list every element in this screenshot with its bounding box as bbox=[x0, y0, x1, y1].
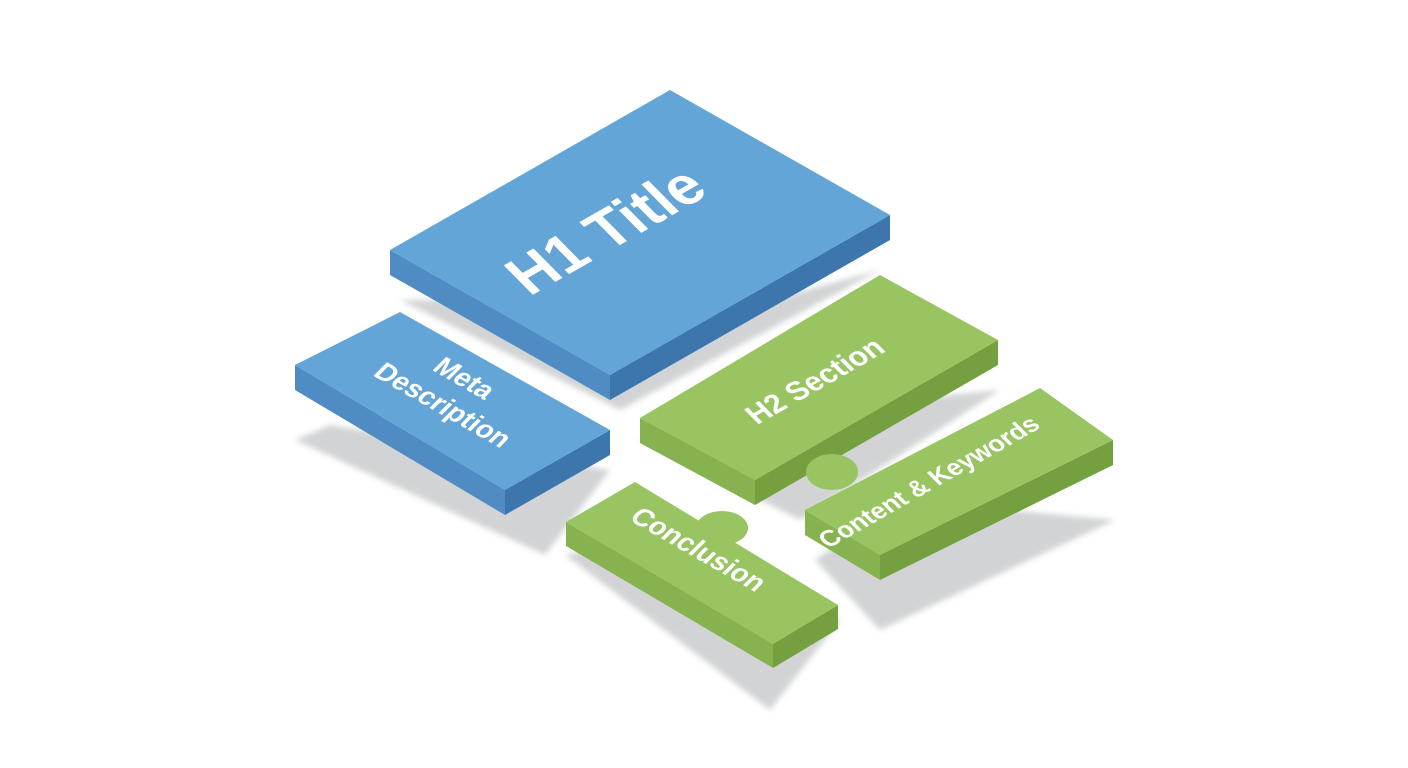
content-block-left-face bbox=[805, 510, 880, 580]
conclusion-block-left-face bbox=[566, 522, 773, 668]
h1-block-top-face bbox=[390, 90, 890, 375]
h1-block-left-face bbox=[390, 250, 610, 400]
conclusion-shadow bbox=[565, 545, 840, 710]
content-block-right-face bbox=[880, 440, 1113, 580]
meta-block-left-face bbox=[295, 365, 505, 515]
h2-block-left-face bbox=[640, 418, 755, 505]
conclusion-block-right-face bbox=[773, 605, 838, 668]
meta-description-block: Meta Description bbox=[295, 312, 610, 515]
content-block-top-face bbox=[805, 388, 1113, 555]
meta-block-top-face bbox=[295, 312, 610, 490]
h2-section-block: H2 Section bbox=[640, 275, 998, 505]
h2-block-top-face bbox=[640, 275, 998, 480]
conclusion-puzzle-tab bbox=[696, 511, 748, 545]
h1-block-right-face bbox=[610, 215, 890, 400]
meta-block-right-face bbox=[505, 430, 610, 515]
h1-title-block: H1 Title bbox=[390, 90, 890, 400]
conclusion-block-top-face bbox=[566, 482, 838, 644]
content-puzzle-tab bbox=[806, 454, 858, 490]
